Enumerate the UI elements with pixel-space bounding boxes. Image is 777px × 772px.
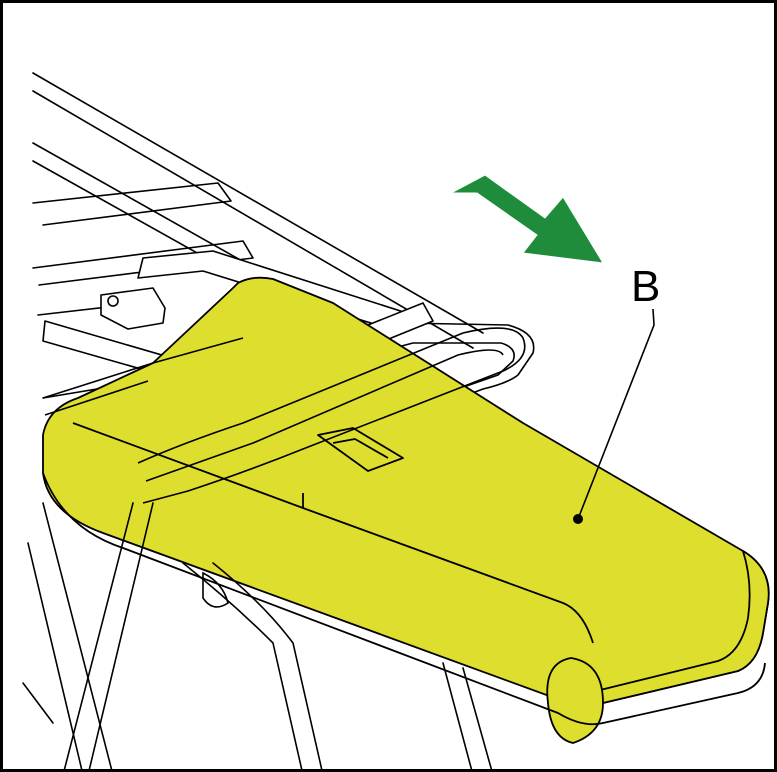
battery-top-face [42, 276, 770, 706]
callout-leader-line [577, 308, 655, 520]
battery-removal-diagram: B [22, 72, 770, 769]
battery-front-cap [546, 657, 604, 744]
callout-label: B [631, 262, 660, 311]
direction-arrow [450, 174, 604, 264]
battery-pack [42, 276, 770, 744]
rack-front-overlap [42, 327, 526, 504]
arrow-right-down-icon [450, 174, 604, 264]
callout-b: B [573, 262, 660, 524]
callout-dot [573, 514, 583, 524]
bike-frame [22, 502, 493, 769]
